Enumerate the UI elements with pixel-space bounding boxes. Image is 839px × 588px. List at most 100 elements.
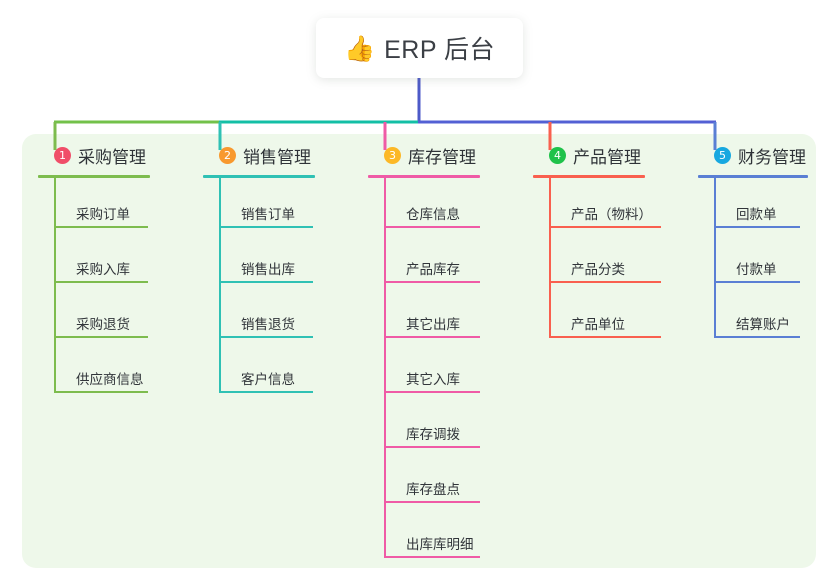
- leaf-underline: [219, 226, 313, 228]
- root-node[interactable]: 👍 ERP 后台: [316, 18, 523, 78]
- leaf-underline: [714, 336, 800, 338]
- column-title-underline: [698, 175, 808, 178]
- leaf-underline: [384, 281, 480, 283]
- leaf-item[interactable]: 采购退货: [54, 288, 150, 343]
- column-branch: 采购订单采购入库采购退货供应商信息: [38, 178, 150, 398]
- leaf-underline: [384, 336, 480, 338]
- column-2: 2 销售管理销售订单销售出库销售退货客户信息: [203, 140, 315, 398]
- column-title: 库存管理: [408, 147, 476, 167]
- leaf-label: 付款单: [736, 262, 777, 277]
- branches-panel: [22, 134, 816, 568]
- column-title-underline: [203, 175, 315, 178]
- leaf-item[interactable]: 销售订单: [219, 178, 315, 233]
- column-title: 采购管理: [78, 147, 146, 167]
- column-header-2[interactable]: 2 销售管理: [203, 140, 315, 170]
- leaf-label: 销售退货: [241, 317, 295, 332]
- column-number-badge: 3: [384, 146, 401, 164]
- branch-spine: [219, 178, 221, 393]
- leaf-item[interactable]: 其它入库: [384, 343, 480, 398]
- leaf-item[interactable]: 产品库存: [384, 233, 480, 288]
- leaf-underline: [714, 226, 800, 228]
- leaf-underline: [384, 501, 480, 503]
- column-number-badge: 2: [219, 146, 236, 164]
- column-title: 销售管理: [243, 147, 311, 167]
- leaf-label: 仓库信息: [406, 207, 460, 222]
- leaf-label: 库存调拨: [406, 427, 460, 442]
- column-header-4[interactable]: 4 产品管理: [533, 140, 645, 170]
- leaf-item[interactable]: 产品单位: [549, 288, 661, 343]
- leaf-underline: [549, 226, 661, 228]
- leaf-label: 客户信息: [241, 372, 295, 387]
- column-branch: 销售订单销售出库销售退货客户信息: [203, 178, 315, 398]
- column-title-underline: [38, 175, 150, 178]
- column-header-1[interactable]: 1 采购管理: [38, 140, 150, 170]
- column-branch: 产品（物料） 产品分类产品单位: [533, 178, 661, 343]
- leaf-underline: [384, 556, 480, 558]
- column-header-3[interactable]: 3 库存管理: [368, 140, 480, 170]
- leaf-underline: [384, 391, 480, 393]
- leaf-underline: [54, 336, 148, 338]
- leaf-item[interactable]: 付款单: [714, 233, 808, 288]
- leaf-item[interactable]: 客户信息: [219, 343, 315, 398]
- column-title: 产品管理: [573, 147, 641, 167]
- leaf-underline: [549, 336, 661, 338]
- leaf-underline: [54, 281, 148, 283]
- column-title-underline: [368, 175, 480, 178]
- leaf-underline: [384, 446, 480, 448]
- leaf-item[interactable]: 采购订单: [54, 178, 150, 233]
- branch-spine: [714, 178, 716, 338]
- leaf-label: 其它入库: [406, 372, 460, 387]
- leaf-underline: [219, 281, 313, 283]
- leaf-label: 销售出库: [241, 262, 295, 277]
- leaf-underline: [54, 391, 148, 393]
- leaf-underline: [54, 226, 148, 228]
- column-number-badge: 5: [714, 146, 731, 164]
- column-branch: 仓库信息产品库存其它出库其它入库库存调拨库存盘点出库库明细: [368, 178, 480, 563]
- leaf-item[interactable]: 仓库信息: [384, 178, 480, 233]
- column-number-badge: 4: [549, 146, 566, 164]
- leaf-label: 结算账户: [736, 317, 790, 332]
- leaf-label: 其它出库: [406, 317, 460, 332]
- column-4: 4 产品管理产品（物料） 产品分类产品单位: [533, 140, 661, 343]
- leaf-underline: [219, 391, 313, 393]
- column-branch: 回款单付款单结算账户: [698, 178, 808, 343]
- leaf-item[interactable]: 供应商信息: [54, 343, 150, 398]
- leaf-label: 产品（物料）: [571, 207, 652, 222]
- branch-spine: [549, 178, 551, 338]
- leaf-item[interactable]: 产品（物料）: [549, 178, 661, 233]
- leaf-item[interactable]: 销售出库: [219, 233, 315, 288]
- leaf-label: 产品库存: [406, 262, 460, 277]
- column-number-badge: 1: [54, 146, 71, 164]
- leaf-item[interactable]: 产品分类: [549, 233, 661, 288]
- leaf-label: 产品单位: [571, 317, 625, 332]
- leaf-underline: [384, 226, 480, 228]
- leaf-label: 产品分类: [571, 262, 625, 277]
- branch-spine: [384, 178, 386, 558]
- leaf-label: 采购入库: [76, 262, 130, 277]
- leaf-label: 供应商信息: [76, 372, 144, 387]
- column-3: 3 库存管理仓库信息产品库存其它出库其它入库库存调拨库存盘点出库库明细: [368, 140, 480, 563]
- leaf-underline: [219, 336, 313, 338]
- leaf-item[interactable]: 库存盘点: [384, 453, 480, 508]
- leaf-item[interactable]: 销售退货: [219, 288, 315, 343]
- leaf-label: 出库库明细: [406, 537, 474, 552]
- leaf-underline: [714, 281, 800, 283]
- branch-spine: [54, 178, 56, 393]
- leaf-item[interactable]: 回款单: [714, 178, 808, 233]
- leaf-label: 采购退货: [76, 317, 130, 332]
- leaf-item[interactable]: 库存调拨: [384, 398, 480, 453]
- column-1: 1 采购管理采购订单采购入库采购退货供应商信息: [38, 140, 150, 398]
- leaf-item[interactable]: 其它出库: [384, 288, 480, 343]
- leaf-underline: [549, 281, 661, 283]
- thumbs-up-icon: 👍: [343, 33, 376, 63]
- leaf-label: 采购订单: [76, 207, 130, 222]
- root-title: ERP 后台: [384, 36, 496, 64]
- leaf-label: 回款单: [736, 207, 777, 222]
- leaf-item[interactable]: 结算账户: [714, 288, 808, 343]
- column-title-underline: [533, 175, 645, 178]
- leaf-item[interactable]: 采购入库: [54, 233, 150, 288]
- leaf-item[interactable]: 出库库明细: [384, 508, 480, 563]
